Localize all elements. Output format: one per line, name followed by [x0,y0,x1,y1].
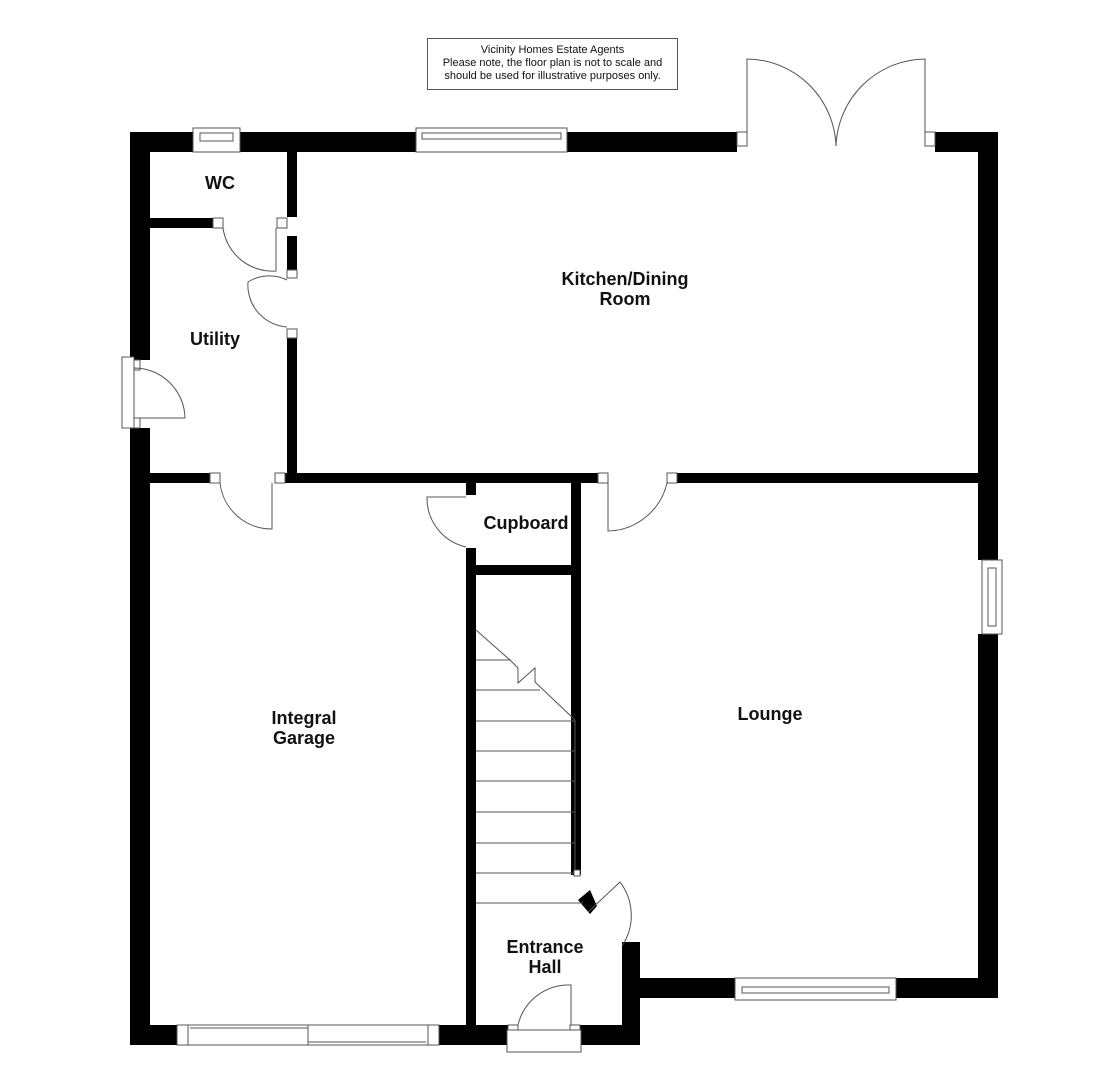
door-jambs [129,131,936,1038]
room-label-garage: Integral Garage [271,708,336,748]
wc-label: WC [205,173,235,193]
utility-label: Utility [189,329,241,349]
agent-name: Vicinity Homes Estate Agents [480,44,625,56]
room-label-kitchen: Kitchen/Dining Room [562,269,689,309]
room-label-hall: Entrance Hall [506,937,583,977]
garage-label-1: Integral [271,708,337,728]
cupboard-label: Cupboard [483,513,569,533]
room-label-cupboard: Cupboard [484,513,569,533]
hall-label-2: Hall [528,957,562,977]
walls [130,132,998,1045]
lounge-label: Lounge [737,704,803,724]
kitchen-label-1: Kitchen/Dining [561,269,689,289]
room-label-wc: WC [205,173,235,193]
garage-label-2: Garage [272,728,336,748]
disclaimer-box: Vicinity Homes Estate Agents Please note… [427,38,678,90]
disclaimer-text-2: should be used for illustrative purposes… [444,70,661,82]
room-label-lounge: Lounge [738,704,803,724]
windows [121,127,1003,1053]
kitchen-label-2: Room [599,289,651,309]
disclaimer-text-1: Please note, the floor plan is not to sc… [442,57,663,69]
door-swings [133,58,926,1026]
hall-label-1: Entrance [506,937,584,957]
room-label-utility: Utility [190,329,240,349]
staircase [475,629,583,904]
